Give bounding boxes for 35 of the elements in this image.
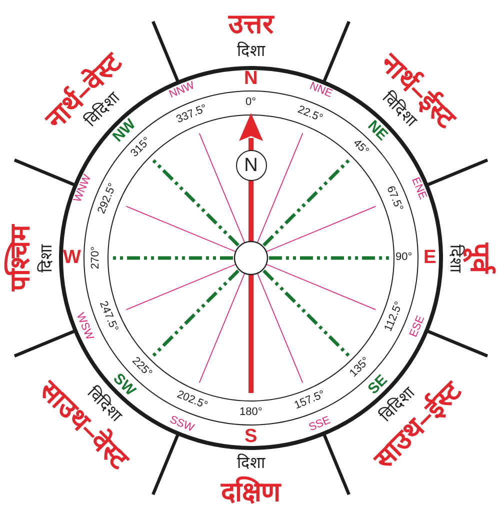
degree-label: 45° [350, 138, 370, 158]
point-abbreviation: NNW [168, 80, 196, 101]
degree-label: 202.5° [174, 390, 209, 412]
direction-name: पश्चिम [6, 225, 34, 292]
point-abbreviation: SSW [168, 414, 196, 436]
degree-label: 67.5° [384, 184, 404, 213]
direction-caption: दिशा [237, 44, 265, 60]
degree-label: 22.5° [296, 104, 324, 125]
degree-label: 90° [396, 252, 412, 264]
cardinal-letter: W [63, 248, 81, 268]
direction-caption: दिशा [40, 244, 56, 272]
degree-label: 292.5° [96, 181, 120, 216]
cardinal-letter: N [244, 69, 258, 89]
point-abbreviation: WNW [72, 173, 94, 204]
direction-name: दक्षिण [221, 478, 281, 506]
degree-label: 157.5° [293, 390, 328, 412]
point-abbreviation: WSW [73, 312, 95, 342]
direction-name: पूर्व [466, 243, 494, 274]
direction-caption: दिशा [446, 244, 462, 272]
degree-label: 112.5° [382, 300, 406, 334]
degree-label: 0° [246, 97, 256, 109]
degree-label: 225° [130, 355, 154, 380]
direction-caption: दिशा [237, 456, 265, 472]
point-abbreviation: ENE [408, 176, 428, 202]
point-abbreviation: ESE [408, 314, 428, 340]
cardinal-letter: E [424, 248, 436, 268]
degree-label: 247.5° [96, 300, 120, 334]
cardinal-letter: S [244, 427, 258, 447]
degree-label: 180° [240, 407, 262, 419]
degree-label: 270° [90, 246, 102, 270]
direction-name: उत्तर [228, 10, 274, 38]
point-abbreviation: NNE [307, 80, 334, 100]
degree-label: 337.5° [174, 103, 209, 126]
north-marker: N [236, 150, 266, 180]
point-abbreviation: SSE [308, 415, 333, 435]
